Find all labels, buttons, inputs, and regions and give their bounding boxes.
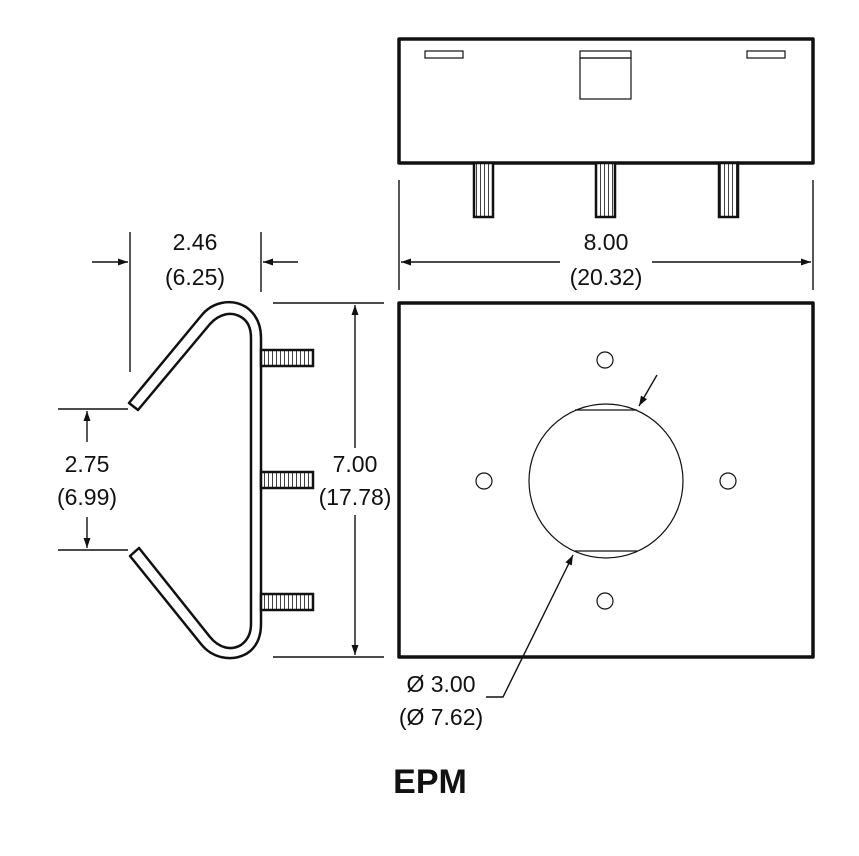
diameter-leader-top (638, 374, 658, 407)
top-view-tab-center (579, 57, 632, 100)
top-view-slot-left (424, 50, 464, 59)
front-view-plate (397, 301, 815, 659)
center-opening (528, 403, 684, 559)
clip-stud-top (259, 348, 315, 368)
opening-mm-label: (6.99) (57, 484, 117, 510)
diameter-mm-label: (Ø 7.62) (399, 704, 483, 730)
clip-stud-middle (259, 470, 315, 490)
clip-outline (127, 300, 263, 660)
hole-diameter-dimension: Ø 3.00 (Ø 7.62) (399, 374, 658, 730)
top-view-stud-right (717, 161, 740, 219)
width-mm-label: (20.32) (570, 264, 643, 290)
depth-mm-label: (6.25) (165, 264, 225, 290)
width-dimension: 8.00 (20.32) (398, 180, 814, 290)
width-inch-label: 8.00 (584, 229, 629, 255)
diameter-inch-label: Ø 3.00 (406, 671, 475, 697)
top-view-slot-right (746, 50, 786, 59)
opening-inch-label: 2.75 (65, 451, 110, 477)
mounting-hole-right (719, 472, 737, 490)
top-view-slot-center (579, 50, 632, 59)
height-dimension: 7.00 (17.78) (273, 302, 392, 658)
drawing-title: EPM (393, 763, 467, 801)
top-view (397, 37, 815, 219)
top-view-stud-center (594, 161, 617, 219)
height-inch-label: 7.00 (333, 451, 378, 477)
clip-stud-bottom (259, 592, 315, 612)
diameter-leader-bottom (486, 554, 574, 698)
mounting-hole-left (475, 472, 493, 490)
mounting-hole-top (596, 351, 614, 369)
depth-inch-label: 2.46 (173, 229, 218, 255)
clip-opening-dimension: 2.75 (6.99) (57, 408, 128, 551)
mounting-hole-bottom (596, 592, 614, 610)
top-view-stud-left (472, 161, 495, 219)
side-view-clip (127, 300, 315, 660)
height-mm-label: (17.78) (319, 484, 392, 510)
plate-outline (397, 301, 815, 659)
clip-depth-dimension: 2.46 (6.25) (92, 229, 298, 372)
